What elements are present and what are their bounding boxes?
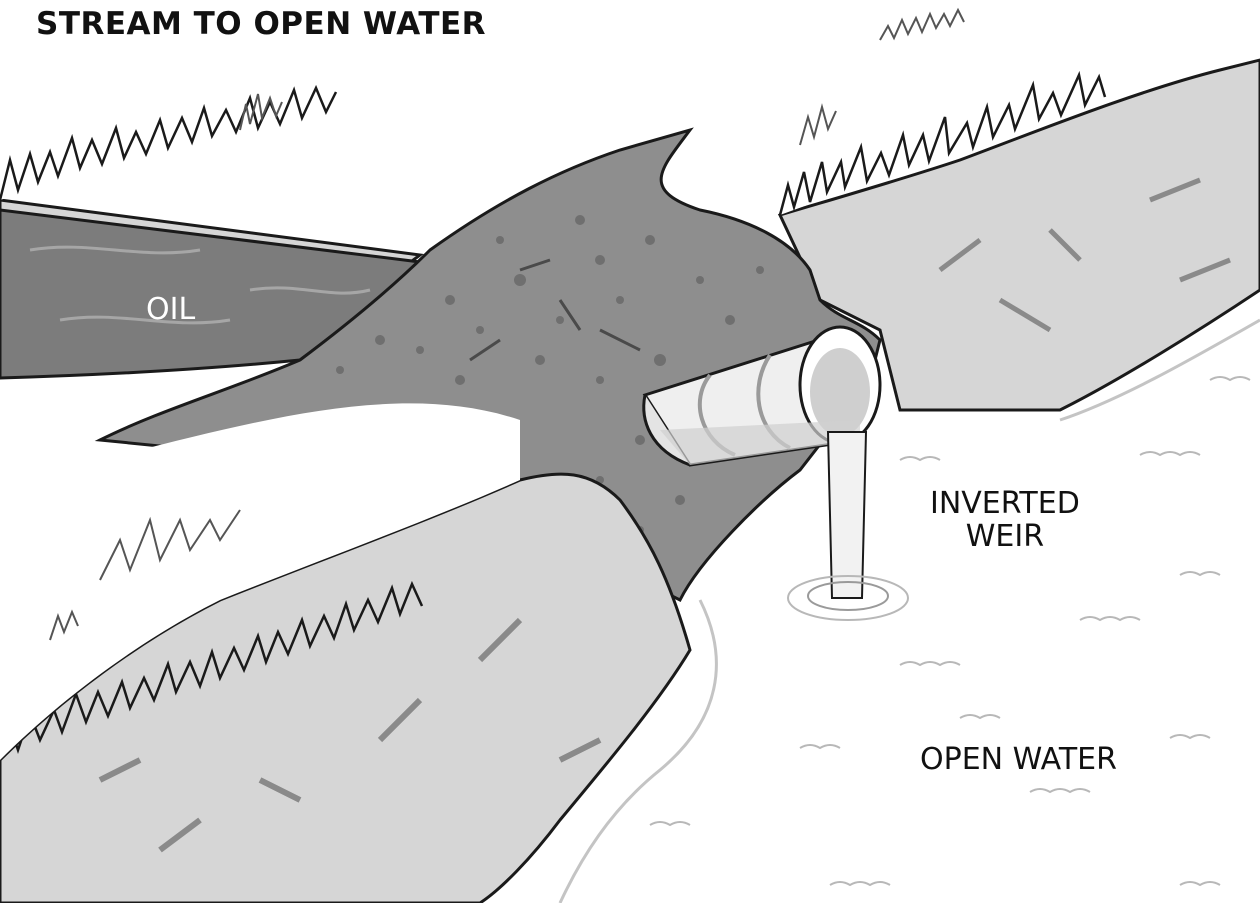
inverted-weir-label: INVERTED WEIR <box>930 487 1080 553</box>
open-water-label: OPEN WATER <box>920 742 1117 777</box>
inverted-weir-label-line2: WEIR <box>930 520 1080 553</box>
inverted-weir-label-line1: INVERTED <box>930 487 1080 520</box>
diagram-title: STREAM TO OPEN WATER <box>36 6 486 42</box>
oil-label: OIL <box>146 292 195 327</box>
